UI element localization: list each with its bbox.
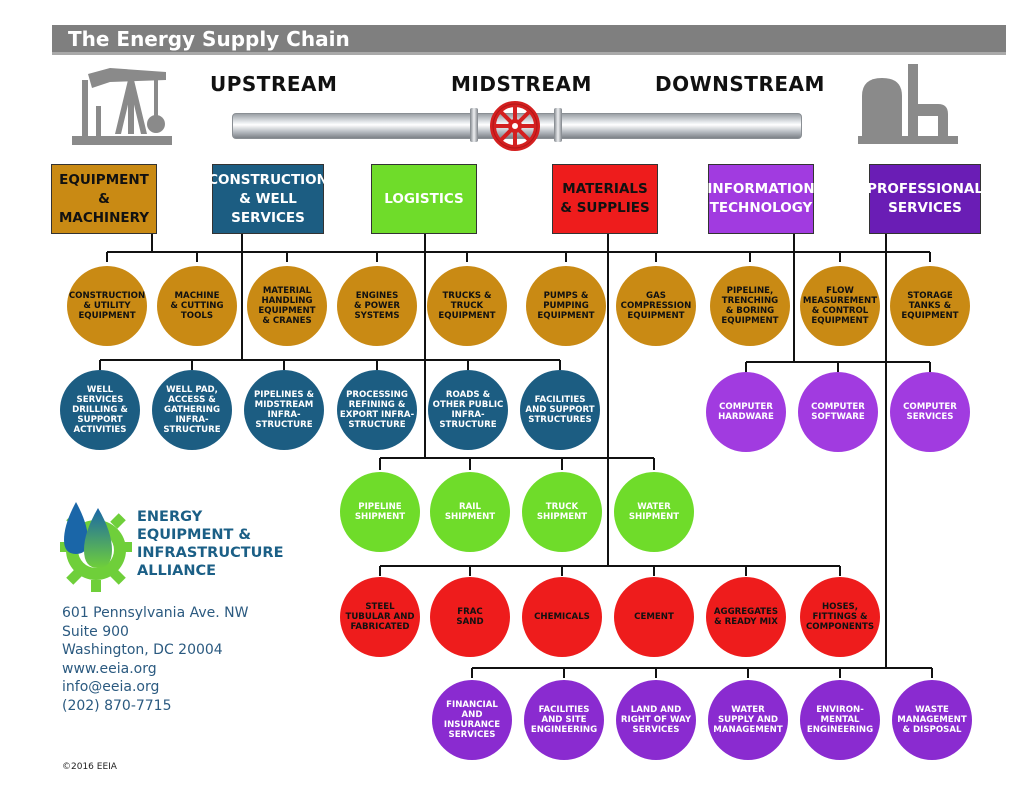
upstream-label: UPSTREAM xyxy=(210,72,338,96)
it-item: COMPUTER SOFTWARE xyxy=(798,372,878,452)
equipment-item: PIPELINE, TRENCHING & BORING EQUIPMENT xyxy=(710,266,790,346)
construction-item: WELL PAD, ACCESS & GATHERING INFRA- STRU… xyxy=(152,370,232,450)
category-professional: PROFESSIONAL SERVICES xyxy=(867,164,983,234)
construction-item: PROCESSING REFINING & EXPORT INFRA- STRU… xyxy=(337,370,417,450)
it-item: COMPUTER HARDWARE xyxy=(706,372,786,452)
logistics-item: RAIL SHIPMENT xyxy=(430,472,510,552)
category-construction: CONSTRUCTION & WELL SERVICES xyxy=(208,164,328,234)
pipe-flange-right xyxy=(554,108,562,142)
materials-item: STEEL TUBULAR AND FABRICATED xyxy=(340,577,420,657)
copyright: ©2016 EEIA xyxy=(62,762,117,772)
address-street: 601 Pennsylvania Ave. NW xyxy=(62,605,249,621)
drop-gear-logo-icon xyxy=(60,502,132,592)
professional-item: WASTE MANAGEMENT & DISPOSAL xyxy=(892,680,972,760)
materials-item: AGGREGATES & READY MIX xyxy=(706,577,786,657)
title-bar: The Energy Supply Chain xyxy=(52,25,1006,55)
construction-item: ROADS & OTHER PUBLIC INFRA- STRUCTURE xyxy=(428,370,508,450)
email-link[interactable]: info@eeia.org xyxy=(62,679,160,695)
equipment-item: STORAGE TANKS & EQUIPMENT xyxy=(890,266,970,346)
address-city: Washington, DC 20004 xyxy=(62,642,223,658)
organization-name: ENERGY EQUIPMENT & INFRASTRUCTURE ALLIAN… xyxy=(137,509,284,579)
logistics-item: WATER SHIPMENT xyxy=(614,472,694,552)
professional-item: FINANCIAL AND INSURANCE SERVICES xyxy=(432,680,512,760)
phone-number: (202) 870-7715 xyxy=(62,697,172,714)
equipment-item: TRUCKS & TRUCK EQUIPMENT xyxy=(427,266,507,346)
materials-item: HOSES, FITTINGS & COMPONENTS xyxy=(800,577,880,657)
pipe-flange-left xyxy=(470,108,478,142)
website-link[interactable]: www.eeia.org xyxy=(62,660,157,677)
materials-item: FRAC SAND xyxy=(430,577,510,657)
equipment-item: ENGINES & POWER SYSTEMS xyxy=(337,266,417,346)
downstream-label: DOWNSTREAM xyxy=(655,72,825,96)
equipment-item: PUMPS & PUMPING EQUIPMENT xyxy=(526,266,606,346)
professional-item: ENVIRON- MENTAL ENGINEERING xyxy=(800,680,880,760)
materials-item: CEMENT xyxy=(614,577,694,657)
page-title: The Energy Supply Chain xyxy=(68,27,350,51)
materials-item: CHEMICALS xyxy=(522,577,602,657)
professional-item: LAND AND RIGHT OF WAY SERVICES xyxy=(616,680,696,760)
address-suite: Suite 900 xyxy=(62,623,129,640)
construction-item: WELL SERVICES DRILLING & SUPPORT ACTIVIT… xyxy=(60,370,140,450)
address-block: 601 Pennsylvania Ave. NW Suite 900 Washi… xyxy=(62,604,248,715)
category-materials: MATERIALS & SUPPLIES xyxy=(552,164,658,234)
logistics-item: PIPELINE SHIPMENT xyxy=(340,472,420,552)
category-logistics: LOGISTICS xyxy=(371,164,477,234)
valve-wheel-icon xyxy=(490,101,540,151)
equipment-item: MACHINE & CUTTING TOOLS xyxy=(157,266,237,346)
logistics-item: TRUCK SHIPMENT xyxy=(522,472,602,552)
midstream-label: MIDSTREAM xyxy=(451,72,592,96)
professional-item: WATER SUPPLY AND MANAGEMENT xyxy=(708,680,788,760)
equipment-item: FLOW MEASUREMENT & CONTROL EQUIPMENT xyxy=(800,266,880,346)
construction-item: PIPELINES & MIDSTREAM INFRA- STRUCTURE xyxy=(244,370,324,450)
professional-item: FACILITIES AND SITE ENGINEERING xyxy=(524,680,604,760)
construction-item: FACILITIES AND SUPPORT STRUCTURES xyxy=(520,370,600,450)
equipment-item: GAS COMPRESSION EQUIPMENT xyxy=(616,266,696,346)
it-item: COMPUTER SERVICES xyxy=(890,372,970,452)
refinery-icon xyxy=(858,64,958,144)
pump-jack-icon xyxy=(72,68,172,145)
category-it: INFORMATION TECHNOLOGY xyxy=(707,164,815,234)
category-equipment: EQUIPMENT & MACHINERY xyxy=(51,164,157,234)
equipment-item: CONSTRUCTION & UTILITY EQUIPMENT xyxy=(67,266,147,346)
equipment-item: MATERIAL HANDLING EQUIPMENT & CRANES xyxy=(247,266,327,346)
